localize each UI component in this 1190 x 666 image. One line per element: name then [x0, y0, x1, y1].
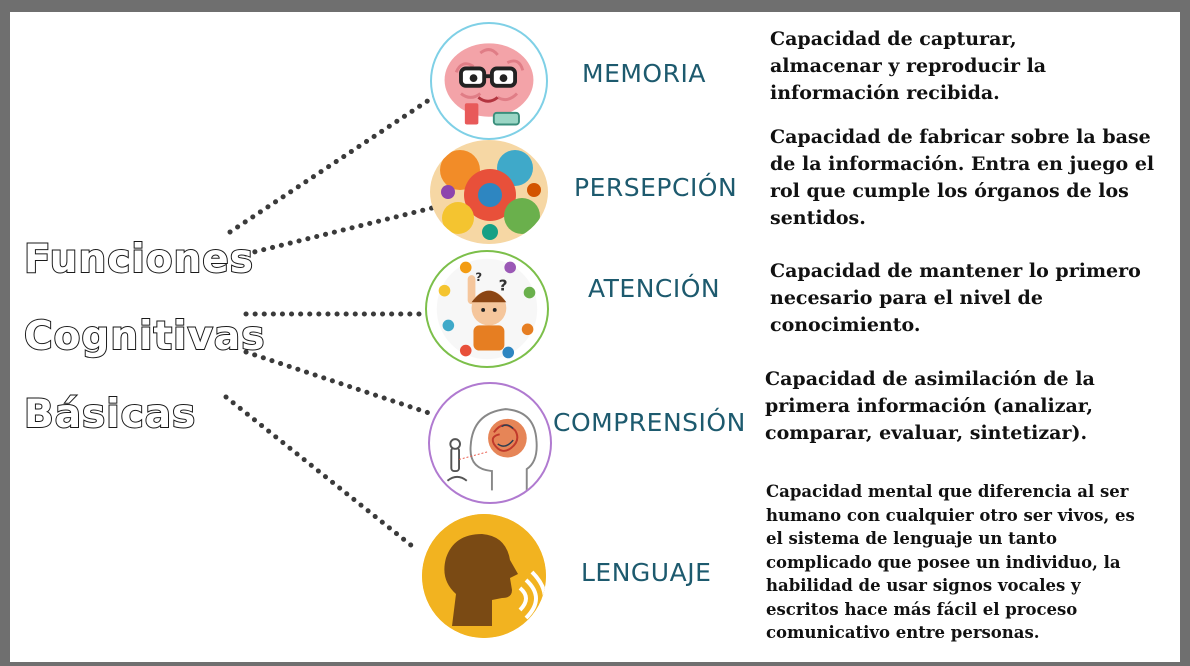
connector-lines: [223, 91, 441, 549]
colorful-mind-icon: [430, 140, 548, 244]
desc-memoria: Capacidad de capturar, almacenar y repro…: [770, 28, 1047, 104]
connector-memoria: [227, 91, 441, 235]
title-line-2: Cognitivas: [23, 314, 266, 359]
connector-persepcion: [243, 205, 435, 257]
brain-glasses-icon: [430, 22, 548, 140]
title-line-1: Funciones: [23, 237, 254, 282]
label-comprension: COMPRENSIÓN: [553, 408, 746, 437]
svg-text:?: ?: [475, 270, 482, 284]
label-lenguaje: LENGUAJE: [581, 558, 712, 587]
desc-atencion: Capacidad de mantener lo primero necesar…: [770, 260, 1141, 336]
desc-persepcion: Capacidad de fabricar sobre la base de l…: [770, 126, 1155, 229]
label-atencion: ATENCIÓN: [588, 274, 721, 303]
title-line-3: Básicas: [23, 392, 197, 437]
svg-text:?: ?: [499, 277, 508, 295]
head-thinking-icon: [428, 382, 552, 504]
connector-lenguaje: [223, 394, 415, 549]
desc-lenguaje: Capacidad mental que diferencia al ser h…: [766, 482, 1135, 642]
label-persepcion: PERSEPCIÓN: [574, 173, 738, 202]
label-memoria: MEMORIA: [582, 59, 706, 88]
connector-comprension: [243, 349, 438, 418]
speaking-head-icon: [422, 514, 546, 638]
diagram-frame: Funciones Cognitivas Básicas MEMORIA Cap…: [10, 12, 1180, 662]
desc-comprension: Capacidad de asimilación de la primera i…: [765, 368, 1095, 444]
child-raising-hand-icon: ? ?: [425, 250, 549, 368]
